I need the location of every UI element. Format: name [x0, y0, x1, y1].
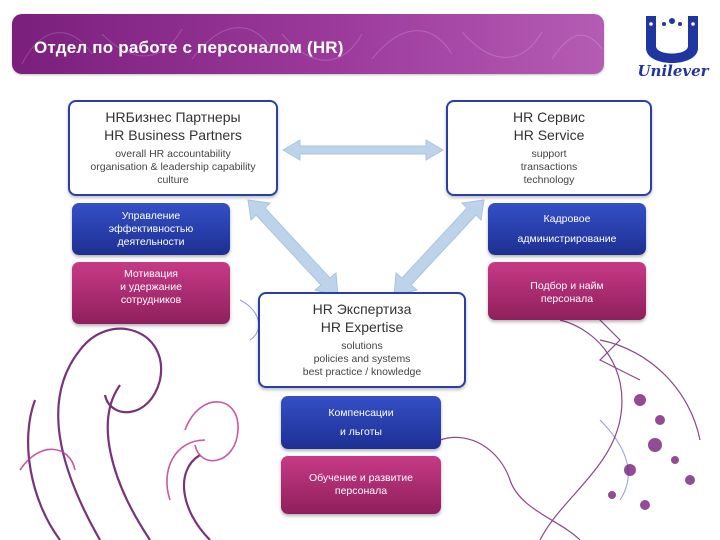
pill-hr-administration: Кадровое администрирование — [488, 203, 646, 255]
logo-wordmark: Unilever — [637, 62, 709, 80]
pill-line: Подбор и найм — [530, 280, 604, 292]
pill-line: и льготы — [340, 425, 382, 438]
pill-line: Управление — [121, 209, 181, 222]
pill-line: и удержание — [120, 281, 182, 293]
pill-line: Кадровое — [543, 213, 591, 225]
expertise-title-ru: HR Экспертиза — [312, 301, 412, 317]
pill-line: Обучение и развитие — [308, 472, 414, 484]
expertise-line: best practice / knowledge — [302, 366, 422, 378]
service-line: transactions — [520, 161, 578, 173]
pill-training-development: Обучение и развитие персонала — [281, 456, 441, 514]
expertise-line: solutions — [341, 340, 383, 352]
partners-title-en: HR Business Partners — [104, 127, 242, 143]
arrow-service-expertise — [393, 199, 485, 297]
pill-line: персонала — [334, 485, 388, 497]
expertise-line: policies and systems — [313, 353, 411, 365]
pill-recruitment: Подбор и найм персонала — [488, 262, 646, 320]
service-title-ru: HR Сервис — [512, 109, 586, 125]
header-banner: Отдел по работе с персоналом (HR) — [12, 14, 604, 74]
unilever-logo-icon — [646, 16, 698, 63]
pill-compensation-benefits: Компенсации и льготы — [281, 396, 441, 449]
hr-business-partners-box: HRБизнес Партнеры HR Business Partners o… — [68, 100, 278, 196]
arrow-partners-expertise — [247, 199, 339, 297]
expertise-title-en: HR Expertise — [320, 319, 404, 335]
pill-motivation-retention: Мотивация и удержание сотрудников — [72, 262, 230, 324]
pill-line: администрирование — [517, 233, 617, 245]
banner-pattern — [21, 27, 603, 65]
hr-service-box: HR Сервис HR Service support transaction… — [446, 100, 652, 196]
pill-line: Мотивация — [123, 268, 178, 280]
partners-title-ru: HRБизнес Партнеры — [105, 109, 241, 125]
service-line: technology — [523, 174, 575, 186]
pill-line: эффективностью — [108, 222, 194, 235]
partners-line: overall HR accountability — [115, 148, 231, 160]
hr-expertise-box: HR Экспертиза HR Expertise solutions pol… — [258, 292, 466, 388]
pill-performance-management: Управление эффективностью деятельности — [72, 203, 230, 255]
pill-line: сотрудников — [120, 294, 182, 306]
arrow-partners-service — [282, 139, 444, 161]
service-title-en: HR Service — [513, 127, 585, 143]
service-line: support — [531, 148, 567, 160]
page-title: Отдел по работе с персоналом (HR) — [34, 38, 344, 57]
pill-line: деятельности — [117, 235, 185, 248]
partners-line: organisation & leadership capability — [90, 161, 256, 173]
partners-line: culture — [157, 174, 189, 186]
pill-line: Компенсации — [328, 406, 394, 419]
pill-line: персонала — [540, 293, 594, 305]
